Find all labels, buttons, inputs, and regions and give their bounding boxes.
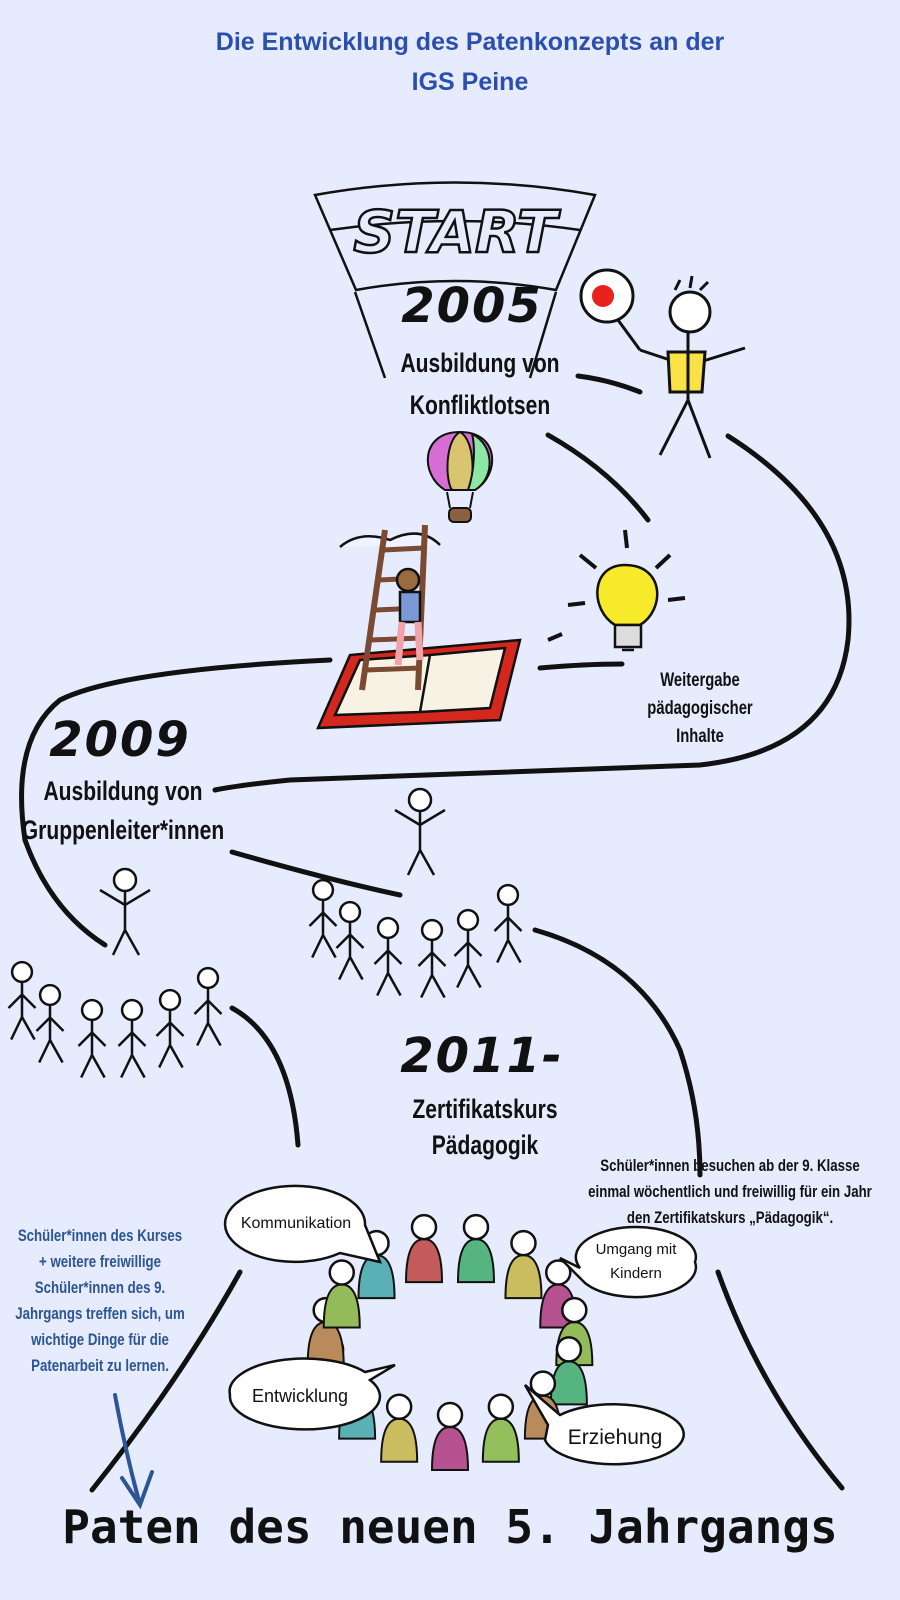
start-banner: START (313, 181, 597, 379)
road-line (212, 433, 852, 793)
weitergabe-line2: pädagogischer (647, 698, 753, 719)
title-line-1: Die Entwicklung des Patenkonzepts an der (215, 28, 725, 56)
bubble-text-kommunikation: Kommunikation (240, 1215, 352, 1232)
bottom-caption: Paten des neuen 5. Jahrgangs (62, 1500, 838, 1554)
stick-figure (373, 916, 403, 997)
stick-figure (35, 983, 65, 1064)
book-ladder-icon (316, 524, 522, 730)
kurs-info-line3: den Zertifikatskurs „Pädagogik“. (626, 1208, 834, 1227)
left-info-line2: + weitere freiwillige (39, 1252, 161, 1271)
bubble-kommunikation (223, 1184, 383, 1264)
road-line (229, 849, 403, 898)
milestone-2009-line1: Ausbildung von (43, 776, 203, 806)
bubble-entwicklung (228, 1357, 396, 1431)
stick-figure (308, 878, 338, 959)
left-info-line1: Schüler*innen des Kurses (17, 1226, 183, 1245)
road-line (229, 1005, 301, 1148)
bubble-erziehung (523, 1384, 685, 1466)
milestone-2011-line2: Pädagogik (431, 1130, 539, 1160)
stick-figure (335, 900, 365, 981)
road-line (537, 661, 625, 671)
kurs-info-line2: einmal wöchentlich und freiwillig für ei… (588, 1182, 872, 1201)
stick-figure (193, 966, 223, 1047)
stick-figure (417, 918, 447, 999)
bubble-text-entwicklung: Entwicklung (251, 1386, 349, 1406)
left-info-line3: Schüler*innen des 9. (34, 1278, 166, 1297)
conflict-pilot-figure (579, 268, 746, 459)
road-line (575, 373, 643, 395)
sitting-person (430, 1401, 470, 1471)
kurs-info-line1: Schüler*innen besuchen ab der 9. Klasse (600, 1156, 860, 1175)
weitergabe-line3: Inhalte (676, 726, 724, 747)
road-line (19, 657, 333, 948)
left-info-line5: wichtige Dinge für die (31, 1330, 169, 1349)
sitting-person (380, 1393, 419, 1463)
sitting-person (322, 1259, 361, 1329)
stick-figures (7, 787, 523, 1079)
road-paths (19, 373, 852, 1493)
stick-figure (7, 960, 37, 1041)
sitting-person (405, 1213, 444, 1284)
milestone-2005-line2: Konfliktlotsen (409, 390, 551, 420)
title-line-2: IGS Peine (411, 68, 529, 96)
year-2011: 2011- (400, 1028, 564, 1084)
sitting-circle (306, 1213, 594, 1471)
road-line (532, 927, 703, 1178)
milestone-2009-line2: Gruppenleiter*innen (21, 815, 225, 845)
start-text: START (353, 198, 561, 266)
stick-figure (99, 867, 151, 956)
sitting-person (504, 1229, 543, 1300)
bubble-text-erziehung: Erziehung (567, 1426, 663, 1449)
bubble-umgang (559, 1225, 698, 1299)
milestone-2011-line1: Zertifikatskurs (412, 1094, 558, 1124)
sitting-person (456, 1213, 495, 1284)
arrow-icon (113, 1393, 154, 1510)
hot-air-balloon-icon (426, 430, 494, 523)
stick-figure (394, 787, 446, 876)
sitting-person (481, 1393, 520, 1463)
road-line (89, 1269, 243, 1493)
milestone-2005-line1: Ausbildung von (400, 348, 560, 378)
stick-figure (155, 988, 185, 1069)
bubble-text-umgang-2: Kindern (610, 1265, 662, 1282)
year-2009: 2009 (49, 712, 191, 768)
light-bulb-icon (547, 529, 686, 652)
road-line (545, 432, 651, 523)
bubble-text-umgang-1: Umgang mit (595, 1241, 677, 1258)
road-line (715, 1269, 845, 1491)
weitergabe-line1: Weitergabe (660, 670, 740, 691)
left-info-line6: Patenarbeit zu lernen. (31, 1356, 169, 1375)
stick-figure (453, 908, 483, 989)
sitting-person (549, 1336, 588, 1406)
stick-figure (77, 998, 107, 1079)
stick-figure (117, 998, 147, 1079)
year-2005: 2005 (401, 278, 543, 334)
speech-bubbles (223, 1184, 698, 1466)
stick-figure (493, 883, 523, 964)
left-info-line4: Jahrgangs treffen sich, um (15, 1304, 185, 1323)
